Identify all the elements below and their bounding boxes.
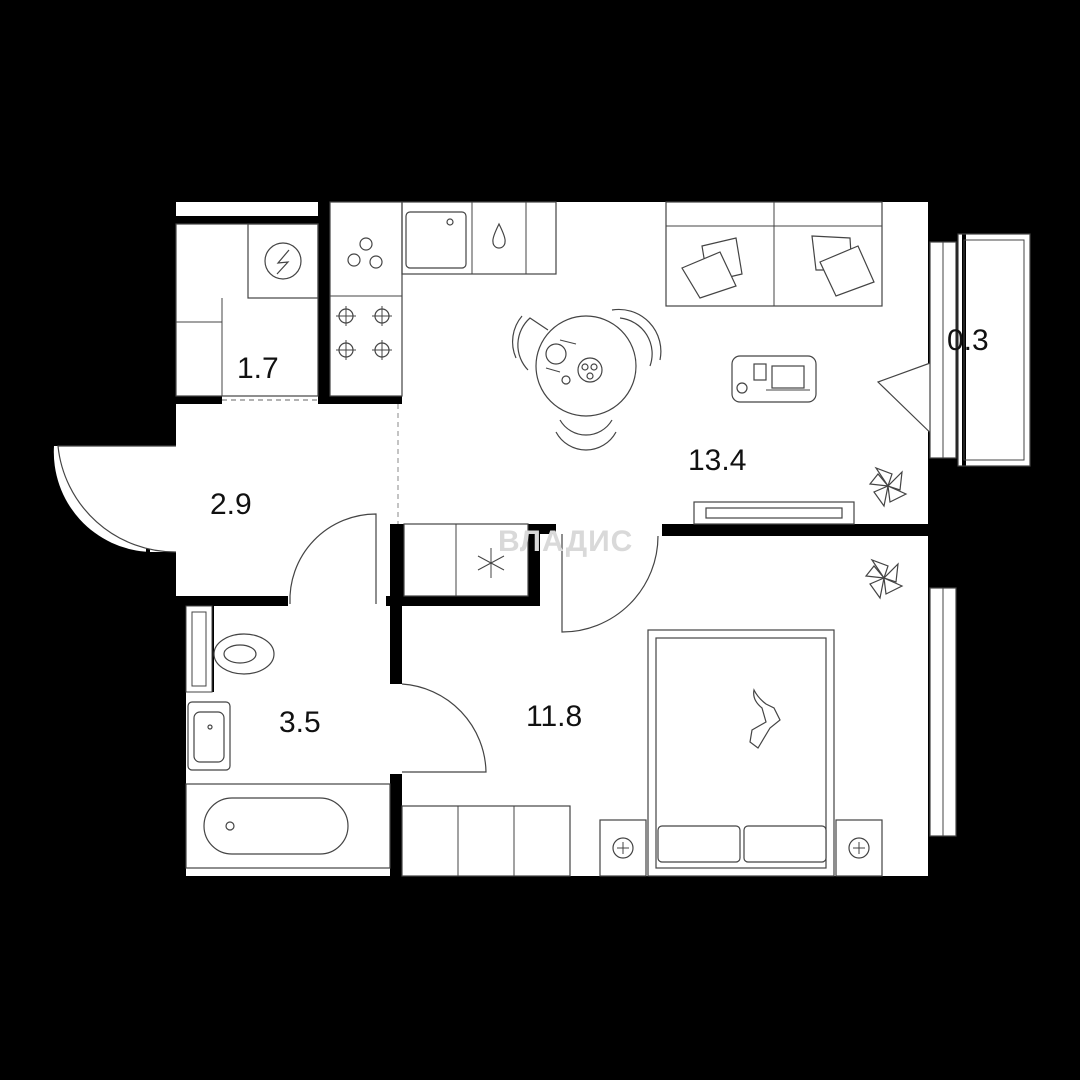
doors: [57, 357, 945, 773]
tv-stand: [693, 501, 855, 525]
room-area-kitchen-living: 13.4: [688, 444, 746, 477]
kitchen-furniture: [329, 201, 557, 397]
room-area-balcony: 0.3: [947, 324, 989, 357]
stove-icon: [336, 306, 392, 360]
sofa: [665, 201, 883, 307]
cat-icon: [749, 688, 781, 749]
bathtub: [185, 783, 391, 869]
walls: [150, 170, 958, 906]
room-area-bathroom: 3.5: [279, 706, 321, 739]
plant-icon: [864, 466, 908, 600]
room-area-wardrobe: 1.7: [237, 352, 279, 385]
electric-panel-icon: [264, 242, 302, 280]
room-area-bedroom: 11.8: [526, 700, 582, 733]
closet: [403, 523, 529, 597]
sink: [187, 701, 231, 771]
water-drop-icon: [492, 222, 506, 249]
dashed-partitions: [222, 399, 399, 524]
balcony-floor: [958, 234, 1030, 466]
windows: [929, 233, 1031, 837]
dining-table: [512, 308, 662, 451]
bathroom-furniture: [185, 605, 391, 869]
toilet: [213, 633, 275, 675]
coffee-table: [731, 355, 817, 403]
room-area-hall: 2.9: [210, 488, 252, 521]
nightstand-right: [835, 819, 883, 877]
watermark: ВЛАДИС: [498, 525, 633, 558]
bed: [647, 629, 835, 877]
bedroom-furniture: [401, 629, 883, 877]
nightstand-left: [599, 819, 647, 877]
floor: [53, 202, 1030, 878]
snowflake-icon: [477, 548, 505, 578]
wardrobe-furniture: [175, 223, 319, 397]
